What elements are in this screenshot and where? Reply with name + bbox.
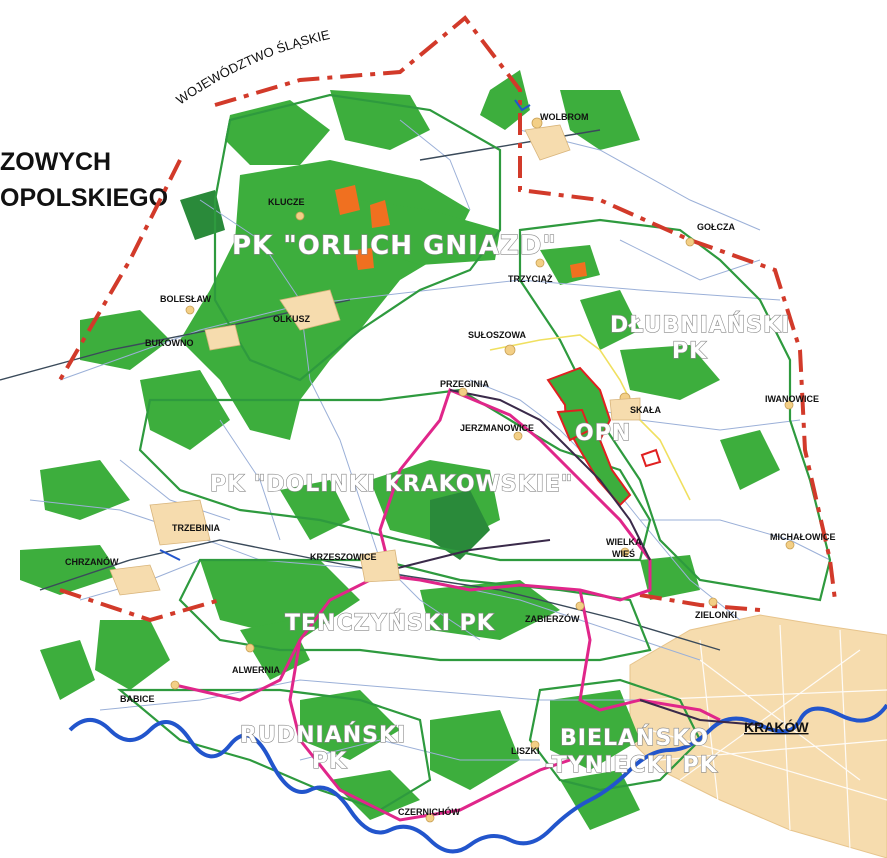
town-label-chrzanow: CHRZANÓW <box>65 556 119 567</box>
town-label-alwernia: ALWERNIA <box>232 665 280 675</box>
park-label-rudnianski-1: RUDNIAŃSKI <box>240 722 406 748</box>
town-label-iwanowice: IWANOWICE <box>765 394 819 404</box>
town-label-jerzmanowice: JERZMANOWICE <box>460 423 534 433</box>
town-label-golcza: GOŁCZA <box>697 222 735 232</box>
town-label-czernichow: CZERNICHÓW <box>398 806 460 817</box>
forest-dark-areas <box>180 190 490 560</box>
park-label-dlubnianski-1: DŁUBNIAŃSKI <box>610 312 790 338</box>
map-title-line-1: ZOWYCH <box>0 148 112 176</box>
park-label-opn: OPN <box>575 421 631 446</box>
city-label-krakow: KRAKÓW <box>744 718 809 735</box>
town-label-krzeszowice: KRZESZOWICE <box>310 552 377 562</box>
town-label-wielka-1: WIELKA <box>606 537 642 547</box>
town-label-boleslaw: BOLESŁAW <box>160 294 212 304</box>
town-label-wielka-2: WIEŚ <box>612 548 635 559</box>
park-label-tenczynski: TENCZYŃSKI PK <box>285 610 495 636</box>
park-label-orlich-gniazd: PK "ORLICH GNIAZD" <box>232 231 557 261</box>
town-areas <box>109 124 641 596</box>
town-label-olkusz: OLKUSZ <box>273 314 311 324</box>
town-label-michalowice: MICHAŁOWICE <box>770 532 836 542</box>
park-label-bielansko-1: BIELAŃSKO <box>560 725 709 751</box>
park-label-bielansko-2: -TYNIECKI PK <box>545 753 718 778</box>
quarry-areas <box>335 185 587 278</box>
park-label-rudnianski-2: PK <box>312 749 347 774</box>
town-label-trzyciaz: TRZYCIĄŻ <box>508 274 553 284</box>
town-label-zabierzow: ZABIERZÓW <box>525 613 580 624</box>
forest-areas <box>20 70 780 830</box>
town-label-liszki: LISZKI <box>511 746 540 756</box>
town-markers <box>170 117 795 823</box>
hiking-trails <box>174 387 761 822</box>
town-label-wolbrom: WOLBROM <box>540 112 589 122</box>
krakow-streets <box>639 624 887 851</box>
town-label-skala: SKAŁA <box>630 405 661 415</box>
town-label-babice: BABICE <box>120 694 155 704</box>
town-label-klucze: KLUCZE <box>268 197 305 207</box>
park-label-dlubnianski-2: PK <box>672 339 707 364</box>
park-label-dolinki-krakowskie: PK "DOLINKI KRAKOWSKIE" <box>210 472 573 497</box>
yellow-boundary <box>489 334 691 501</box>
town-label-przeginia: PRZEGINIA <box>440 379 490 389</box>
opn-boundary <box>546 366 662 507</box>
town-label-zelonki: ZIELONKI <box>695 610 737 620</box>
town-label-suloszowa: SUŁOSZOWA <box>468 330 526 340</box>
map-title-line-2: OPOLSKIEGO <box>0 184 169 212</box>
town-label-trzebinia: TRZEBINIA <box>172 523 220 533</box>
krakow-city-area <box>629 614 887 858</box>
rivers <box>68 99 887 854</box>
town-label-bukowno: BUKOWNO <box>145 338 194 348</box>
